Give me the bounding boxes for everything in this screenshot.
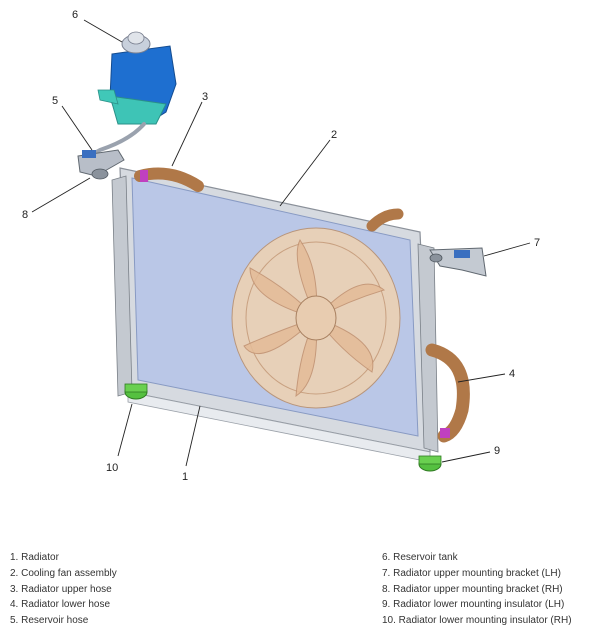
lower-mounting-insulator-lh bbox=[418, 455, 442, 472]
callout-8: 8 bbox=[22, 209, 28, 221]
legend-item: 8. Radiator upper mounting bracket (RH) bbox=[382, 583, 563, 595]
legend-item: 3. Radiator upper hose bbox=[10, 583, 112, 595]
legend-right: 6. Reservoir tank 7. Radiator upper moun… bbox=[382, 550, 572, 629]
radiator-assembly-diagram: 6 5 3 2 7 4 9 8 10 1 bbox=[22, 9, 540, 483]
legend-item: 4. Radiator lower hose bbox=[10, 599, 111, 611]
legend-left: 1. Radiator 2. Cooling fan assembly 3. R… bbox=[10, 550, 117, 629]
callout-1: 1 bbox=[182, 471, 188, 483]
cooling-fan-assembly bbox=[231, 227, 401, 409]
legend-item: 10. Radiator lower mounting insulator (R… bbox=[382, 615, 572, 627]
callout-3: 3 bbox=[202, 91, 208, 103]
callout-9: 9 bbox=[494, 445, 500, 457]
leader-lines bbox=[31, 19, 531, 467]
legend-item: 9. Radiator lower mounting insulator (LH… bbox=[382, 599, 565, 611]
callout-7: 7 bbox=[534, 237, 540, 249]
radiator-lower-hose bbox=[425, 343, 470, 443]
callout-4: 4 bbox=[509, 368, 515, 380]
legend-item: 6. Reservoir tank bbox=[382, 552, 458, 563]
legend-item: 1. Radiator bbox=[10, 552, 59, 563]
upper-mounting-bracket-lh bbox=[429, 247, 487, 277]
upper-mounting-bracket-rh bbox=[77, 149, 125, 180]
legend-item: 5. Reservoir hose bbox=[10, 615, 89, 627]
callout-5: 5 bbox=[52, 95, 58, 107]
reservoir-tank bbox=[97, 31, 177, 125]
radiator-upper-hose bbox=[134, 167, 404, 232]
callout-10: 10 bbox=[106, 462, 118, 474]
callout-2: 2 bbox=[331, 129, 337, 141]
legend-item: 7. Radiator upper mounting bracket (LH) bbox=[382, 567, 561, 579]
callout-6: 6 bbox=[72, 9, 78, 21]
legend-item: 2. Cooling fan assembly bbox=[10, 567, 117, 579]
lower-mounting-insulator-rh bbox=[124, 383, 148, 400]
